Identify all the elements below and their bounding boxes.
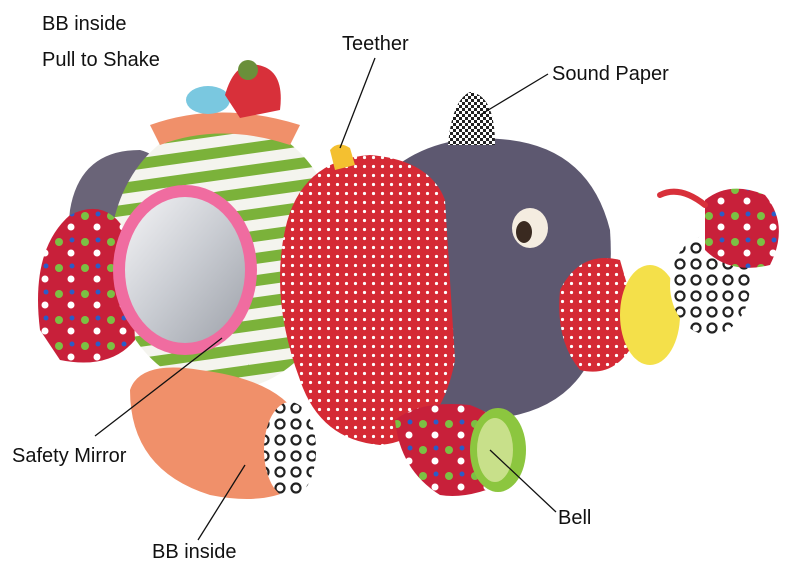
trunk-yellow	[620, 265, 680, 365]
label-sound-paper: Sound Paper	[552, 63, 669, 85]
sound-paper-tag	[448, 92, 495, 145]
leader-sound-paper	[479, 73, 549, 116]
front-left-leg	[130, 367, 300, 499]
elephant-mouth	[559, 258, 640, 372]
mirror	[125, 197, 245, 343]
label-bb-inside-bottom: BB inside	[152, 541, 237, 563]
label-bell: Bell	[558, 507, 592, 529]
rooster-comb	[225, 64, 281, 118]
label-bb-inside-top: BB inside	[42, 13, 127, 35]
teether	[330, 144, 355, 170]
trunk-string	[657, 188, 708, 208]
front-ear	[280, 155, 455, 445]
leader-bb-inside-bottom	[197, 464, 246, 541]
label-pull-to-shake: Pull to Shake	[42, 49, 160, 71]
bird-toy	[186, 86, 230, 114]
trunk-tip	[705, 188, 779, 268]
leader-teether	[339, 57, 376, 149]
leader-safety-mirror	[94, 337, 223, 437]
leader-lines	[94, 57, 557, 541]
label-teether: Teether	[342, 33, 409, 55]
leader-bell	[489, 449, 557, 513]
label-safety-mirror: Safety Mirror	[12, 445, 127, 467]
left-ear	[38, 208, 135, 363]
leg-ring-patch	[264, 402, 316, 498]
top-band	[150, 112, 300, 145]
